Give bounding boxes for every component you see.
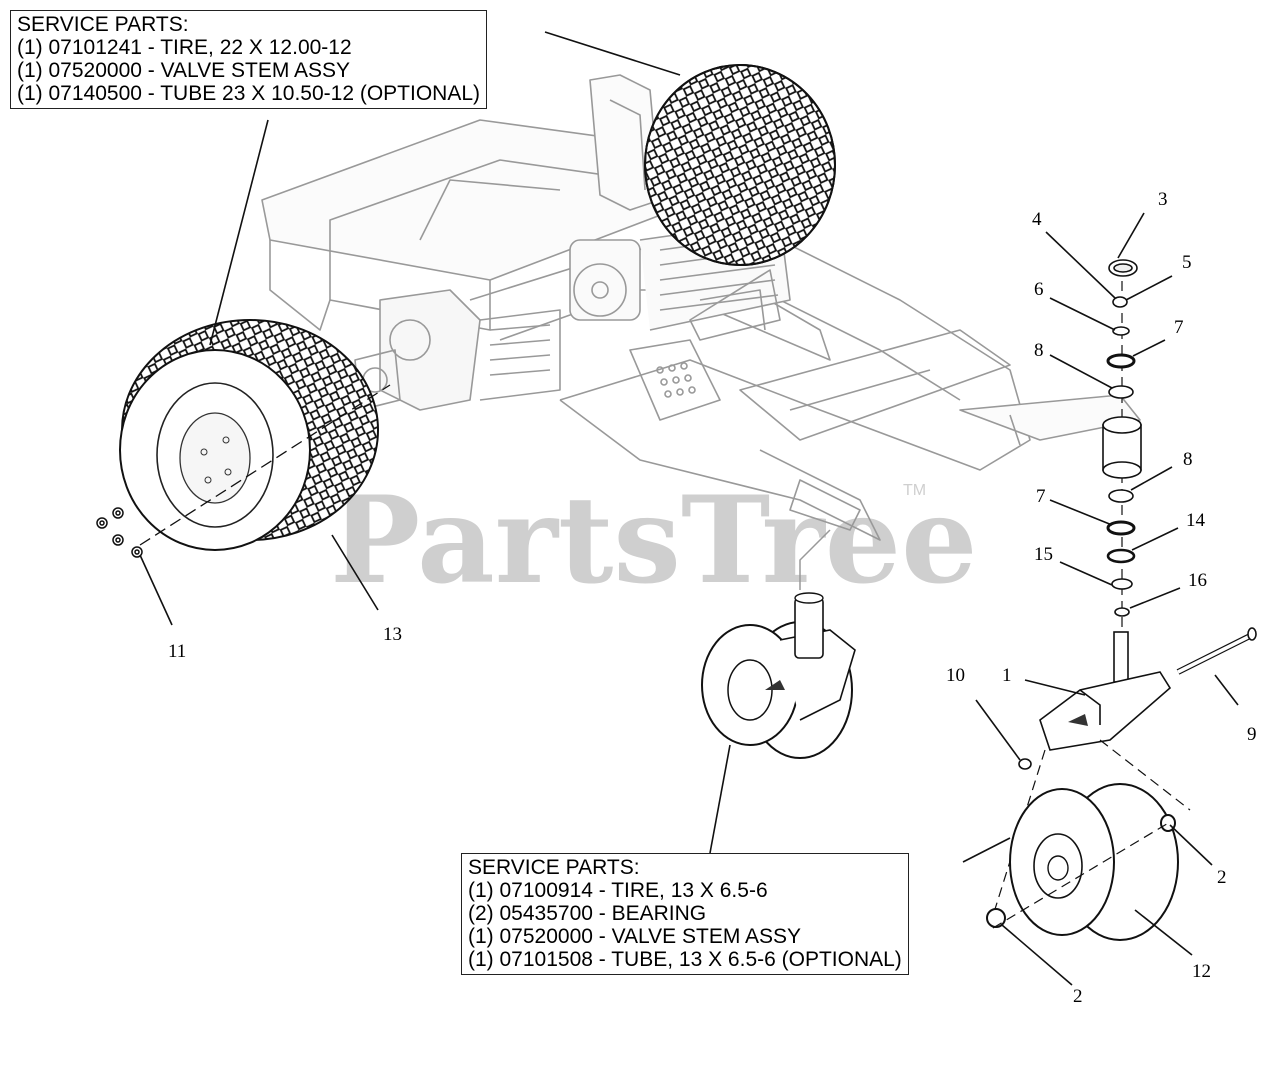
callout-title: SERVICE PARTS:	[17, 13, 189, 36]
watermark-tm: TM	[903, 482, 926, 499]
watermark-text: PartsTree	[330, 470, 977, 611]
mower-frame	[261, 74, 1141, 541]
label-15: 15	[1034, 544, 1053, 565]
label-1: 1	[1002, 665, 1012, 686]
callout-line: (1) 07140500 - TUBE 23 X 10.50-12 (OPTIO…	[17, 82, 481, 105]
label-8a: 8	[1034, 340, 1044, 361]
label-8b: 8	[1183, 449, 1193, 470]
label-5: 5	[1182, 252, 1192, 273]
front-axle-centerline	[992, 821, 1171, 929]
callout-line: (2) 05435700 - BEARING	[468, 902, 707, 925]
callout-title: SERVICE PARTS:	[468, 856, 640, 879]
label-4: 4	[1032, 209, 1042, 230]
callout-line: (1) 07101241 - TIRE, 22 X 12.00-12	[17, 36, 352, 59]
label-14: 14	[1186, 510, 1206, 531]
fork-centerline-left	[989, 749, 1046, 926]
label-12: 12	[1192, 961, 1211, 982]
front-service-parts-callout: SERVICE PARTS: (1) 07100914 - TIRE, 13 X…	[461, 853, 909, 975]
lug-nuts	[96, 507, 143, 558]
label-10: 10	[946, 665, 965, 686]
front-tire-exploded	[986, 783, 1179, 941]
caster-exploded-stack	[1018, 259, 1257, 770]
label-7b: 7	[1036, 486, 1046, 507]
callout-line: (1) 07520000 - VALVE STEM ASSY	[468, 925, 802, 948]
callout-line: (1) 07520000 - VALVE STEM ASSY	[17, 59, 351, 82]
rear-service-parts-callout: SERVICE PARTS: (1) 07101241 - TIRE, 22 X…	[10, 10, 488, 109]
label-9: 9	[1247, 724, 1257, 745]
label-7a: 7	[1174, 317, 1184, 338]
label-2b: 2	[1073, 986, 1083, 1007]
leader-lines	[139, 31, 1239, 986]
label-3: 3	[1158, 189, 1168, 210]
rear-tire-right	[644, 64, 836, 266]
label-13: 13	[383, 624, 402, 645]
label-11: 11	[168, 641, 186, 662]
rear-tire-left	[119, 319, 379, 551]
label-2a: 2	[1217, 867, 1227, 888]
label-6: 6	[1034, 279, 1044, 300]
callout-line: (1) 07101508 - TUBE, 13 X 6.5-6 (OPTIONA…	[468, 948, 902, 971]
rear-axle-centerline	[139, 384, 391, 546]
callout-line: (1) 07100914 - TIRE, 13 X 6.5-6	[468, 879, 768, 902]
label-16: 16	[1188, 570, 1207, 591]
fork-centerline-right	[1099, 739, 1191, 811]
front-caster-wheel-left	[701, 529, 856, 759]
